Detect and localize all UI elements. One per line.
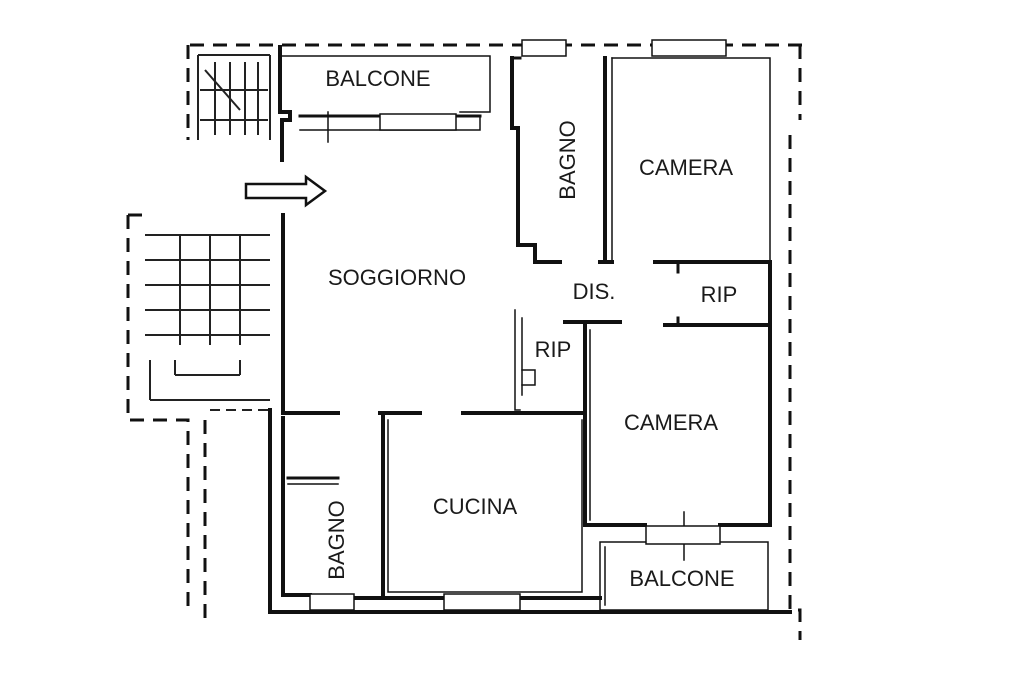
- room-label-rip-right: RIP: [701, 282, 738, 307]
- room-label-balcone-bottom: BALCONE: [629, 566, 734, 591]
- room-label-balcone-top: BALCONE: [325, 66, 430, 91]
- room-label-bagno-top: BAGNO: [555, 120, 580, 199]
- room-label-soggiorno: SOGGIORNO: [328, 265, 466, 290]
- windows: [309, 39, 727, 611]
- room-label-dis: DIS.: [573, 279, 616, 304]
- room-label-camera-bottom: CAMERA: [624, 410, 718, 435]
- room-label-rip-center: RIP: [535, 337, 572, 362]
- room-label-camera-top: CAMERA: [639, 155, 733, 180]
- entrance-arrow-icon: [244, 174, 328, 208]
- room-label-cucina: CUCINA: [433, 494, 518, 519]
- stairwell-icon: [145, 234, 270, 411]
- room-label-bagno-bottom: BAGNO: [324, 500, 349, 579]
- walls: [268, 45, 792, 614]
- stairwell-top-icon: [197, 54, 271, 140]
